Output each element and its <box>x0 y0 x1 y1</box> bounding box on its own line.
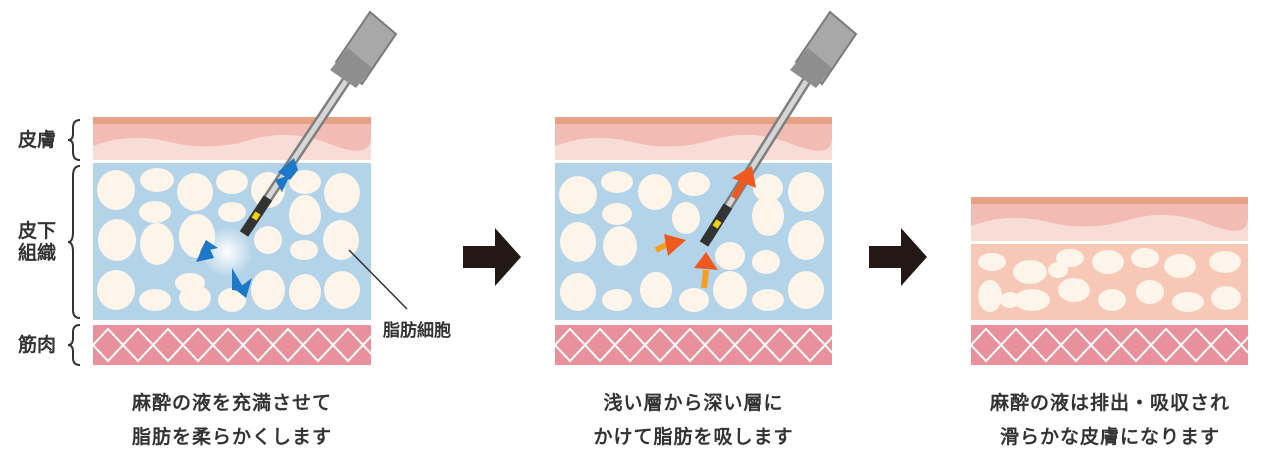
blue-arrow-icon <box>196 158 298 298</box>
dermis-wave <box>971 214 1248 241</box>
muscle-layer <box>555 325 832 365</box>
step-2-line-1: 浅い層から深い層に <box>603 392 784 414</box>
epidermis-layer <box>93 117 371 124</box>
step-2-caption: 浅い層から深い層に かけて脂肪を吸します <box>550 386 837 454</box>
epidermis-layer <box>971 197 1248 204</box>
right-arrow-icon <box>463 228 521 286</box>
cannula-icon <box>239 10 398 237</box>
epidermis-layer <box>555 117 832 124</box>
layer-label-subcutaneous: 皮下 組織 <box>18 220 56 264</box>
step-3-line-2: 滑らかな皮膚になります <box>999 426 1220 448</box>
layer-braces <box>67 119 81 366</box>
fat-cells <box>559 171 824 312</box>
step-1-caption: 麻酔の液を充満させて 脂肪を柔らかくします <box>90 386 374 454</box>
fat-cell-label: 脂肪細胞 <box>383 321 451 341</box>
layer-label-muscle: 筋肉 <box>18 334 56 356</box>
orange-arrow-icon <box>654 166 756 289</box>
cannula-icon <box>699 10 858 247</box>
panel-2-suction <box>555 10 858 365</box>
fat-cell-callout-line <box>348 249 408 310</box>
fat-cells <box>97 168 360 312</box>
muscle-label: 筋肉 <box>18 334 57 356</box>
step-3-caption: 麻酔の液は排出・吸収され 滑らかな皮膚になります <box>955 386 1265 454</box>
step-2-line-2: かけて脂肪を吸します <box>593 426 794 448</box>
muscle-layer <box>971 325 1248 365</box>
step-3-line-1: 麻酔の液は排出・吸収され <box>989 392 1230 414</box>
muscle-layer <box>93 325 371 365</box>
layer-label-skin: 皮膚 <box>18 129 56 151</box>
subcutaneous-label-line1: 皮下 <box>18 220 57 242</box>
panel-3-after <box>971 197 1248 365</box>
subcutaneous-label-line2: 組織 <box>18 242 57 264</box>
step-1-line-2: 脂肪を柔らかくします <box>131 426 332 448</box>
skin-label: 皮膚 <box>18 129 57 151</box>
step-1-line-1: 麻酔の液を充満させて <box>131 392 332 414</box>
panel-1-before <box>93 10 398 365</box>
right-arrow-icon <box>869 228 927 286</box>
fat-cells <box>978 248 1241 312</box>
